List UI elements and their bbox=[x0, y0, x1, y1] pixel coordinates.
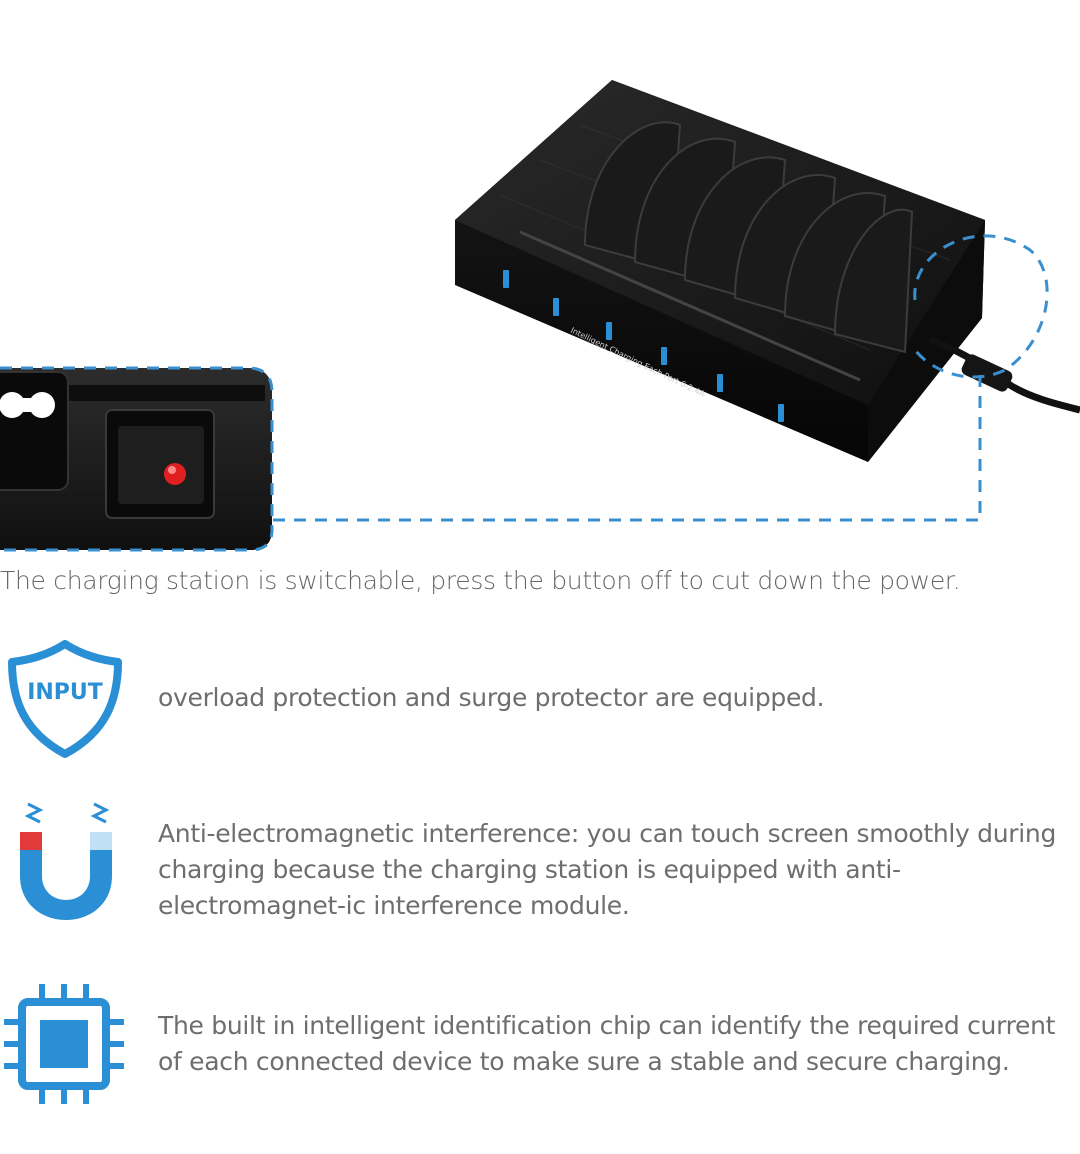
feature-text-overload: overload protection and surge protector … bbox=[158, 683, 825, 712]
charging-station: Intelligent Charging Each Port 0-2.4A bbox=[455, 80, 1080, 462]
switch-inset bbox=[0, 366, 274, 552]
product-illustration: Intelligent Charging Each Port 0-2.4A bbox=[0, 80, 1080, 552]
shield-icon: INPUT bbox=[8, 640, 122, 758]
ac-socket bbox=[0, 371, 69, 491]
feature-text-anti-emi: Anti-electromagnetic interference: you c… bbox=[158, 819, 1057, 920]
usb-ports bbox=[503, 270, 784, 422]
device-dividers bbox=[583, 121, 914, 354]
power-switch bbox=[105, 409, 215, 519]
power-cable bbox=[928, 336, 1080, 414]
feature-text-smart-chip: The built in intelligent identification … bbox=[158, 1011, 1056, 1076]
power-indicator-led bbox=[164, 463, 186, 485]
chip-icon bbox=[4, 984, 124, 1104]
shield-label: INPUT bbox=[27, 680, 103, 705]
magnet-icon bbox=[20, 802, 112, 920]
switch-caption: The charging station is switchable, pres… bbox=[0, 566, 961, 595]
callout-connector-line bbox=[270, 375, 982, 522]
callout-cable-ring bbox=[913, 234, 1049, 379]
